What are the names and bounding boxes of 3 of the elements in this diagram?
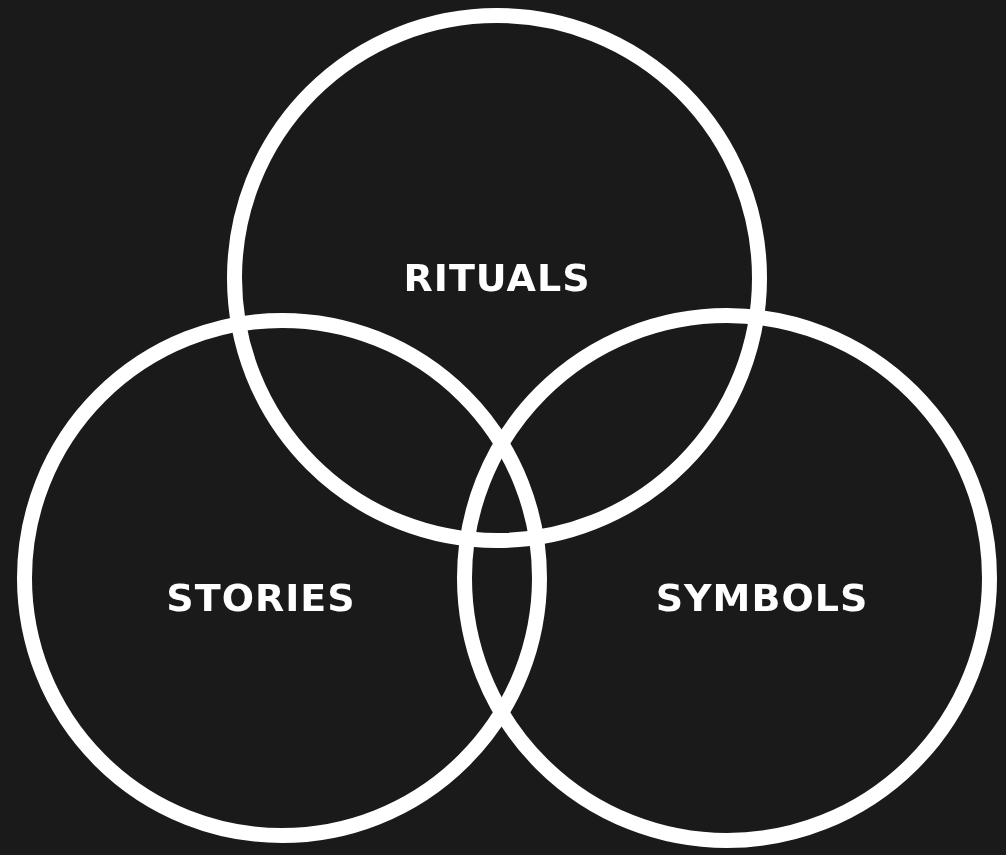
circle-label: RITUALS (403, 256, 591, 300)
circle-label: STORIES (166, 576, 356, 620)
circle-label: SYMBOLS (655, 576, 869, 620)
